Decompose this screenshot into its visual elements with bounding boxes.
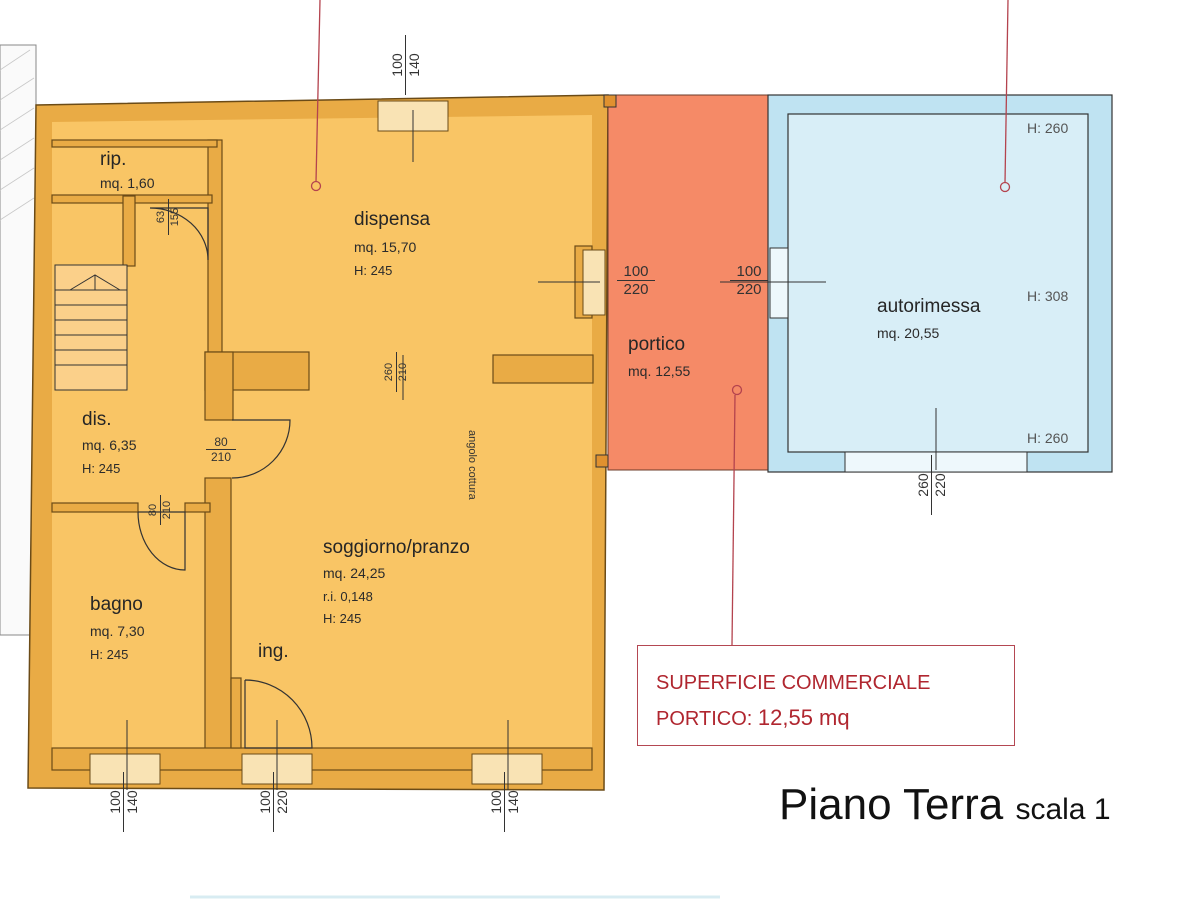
dim-width: 80 [214,435,228,449]
dim-width: 100 [623,263,649,280]
room-ing-name: ing. [258,641,289,662]
dimension-lines [126,110,937,790]
room-rip-area: mq. 1,60 [100,175,155,191]
angolo-cottura-note: angolo cottura [466,430,478,500]
dim-width: 100 [488,790,504,814]
internal-walls [51,139,594,771]
dim-height: 210 [397,362,409,382]
garage-height-top: H: 260 [1027,120,1069,136]
dim-width: 100 [257,790,273,814]
dim-dis-door: 80 210 [206,436,236,463]
garage-inner [787,113,1089,453]
dim-bar [206,449,236,450]
floor-title: Piano Terra scala 1 [779,780,1111,830]
dim-width: 260 [915,473,931,497]
dim-width: 100 [107,790,123,814]
dim-top-window: 100 140 [389,35,424,95]
dim-width: 100 [389,53,405,77]
dim-garage-door: 260 220 [915,455,950,515]
room-bagno-name: bagno [90,594,143,615]
dim-bottom-left-window: 100 140 [107,772,142,832]
dim-dispensa-portico: 100 220 [617,264,655,297]
room-bagno-area: mq. 7,30 [90,623,145,639]
dim-portico-garage: 100 220 [730,264,768,297]
room-soggiorno-name: soggiorno/pranzo [323,537,470,558]
neighbor-hatch [0,49,35,221]
dim-height: 210 [161,500,173,520]
dim-bagno-door: 80 210 [147,495,178,525]
leader-lines [310,0,1011,646]
room-dispensa-area: mq. 15,70 [354,239,417,255]
dim-rip-door: 63 155 [155,199,186,235]
stairs [54,264,128,391]
garage-height-bottom: H: 260 [1027,430,1069,446]
pillar-top [603,94,617,108]
dim-height: 140 [406,53,422,77]
dim-width: 100 [736,263,762,280]
room-rip-name: rip. [100,149,127,170]
dim-width: 260 [383,362,395,382]
room-dis-name: dis. [82,409,112,430]
dim-center-opening: 260 210 [383,352,414,392]
room-soggiorno-ri: r.i. 0,148 [323,589,373,604]
neighbor-wall [0,44,37,636]
garage-height-mid: H: 308 [1027,288,1069,304]
dim-height: 220 [932,473,948,497]
commercial-surface-title: SUPERFICIE COMMERCIALE [656,672,931,694]
dim-height: 140 [505,790,521,814]
room-bagno-height: H: 245 [90,647,129,662]
house-floor [52,115,592,770]
dim-height: 220 [623,281,649,298]
dim-bar [617,280,655,281]
dim-bottom-right-window: 100 140 [488,772,523,832]
room-dispensa-name: dispensa [354,209,431,230]
room-soggiorno-area: mq. 24,25 [323,565,386,581]
dim-width: 80 [147,503,159,517]
garage-side-door [769,247,789,319]
room-autorimessa-name: autorimessa [877,296,981,317]
commercial-surface-value: PORTICO: 12,55 mq [656,705,850,731]
dim-bar [730,280,768,281]
dim-height: 210 [210,450,232,464]
commercial-surface-box: SUPERFICIE COMMERCIALE PORTICO: 12,55 mq [637,645,1015,746]
dim-height: 155 [169,207,181,227]
commercial-surface-label: PORTICO: [656,708,753,730]
room-dis-area: mq. 6,35 [82,437,137,453]
room-portico-area: mq. 12,55 [628,363,691,379]
dim-height: 220 [736,281,762,298]
dim-entrance-door: 100 220 [257,772,292,832]
room-soggiorno-height: H: 245 [323,611,362,626]
floor-name: Piano Terra [779,780,1004,829]
commercial-surface-amount: 12,55 mq [757,705,850,730]
room-dispensa-height: H: 245 [354,263,393,278]
floor-scale: scala 1 [1015,793,1111,826]
dim-width: 63 [155,210,167,224]
door-swings [137,207,313,749]
room-portico-name: portico [628,334,686,355]
pillar-bottom [595,454,609,468]
room-dis-height: H: 245 [82,461,121,476]
dim-height: 220 [274,790,290,814]
room-autorimessa-area: mq. 20,55 [877,325,940,341]
dim-height: 140 [124,790,140,814]
